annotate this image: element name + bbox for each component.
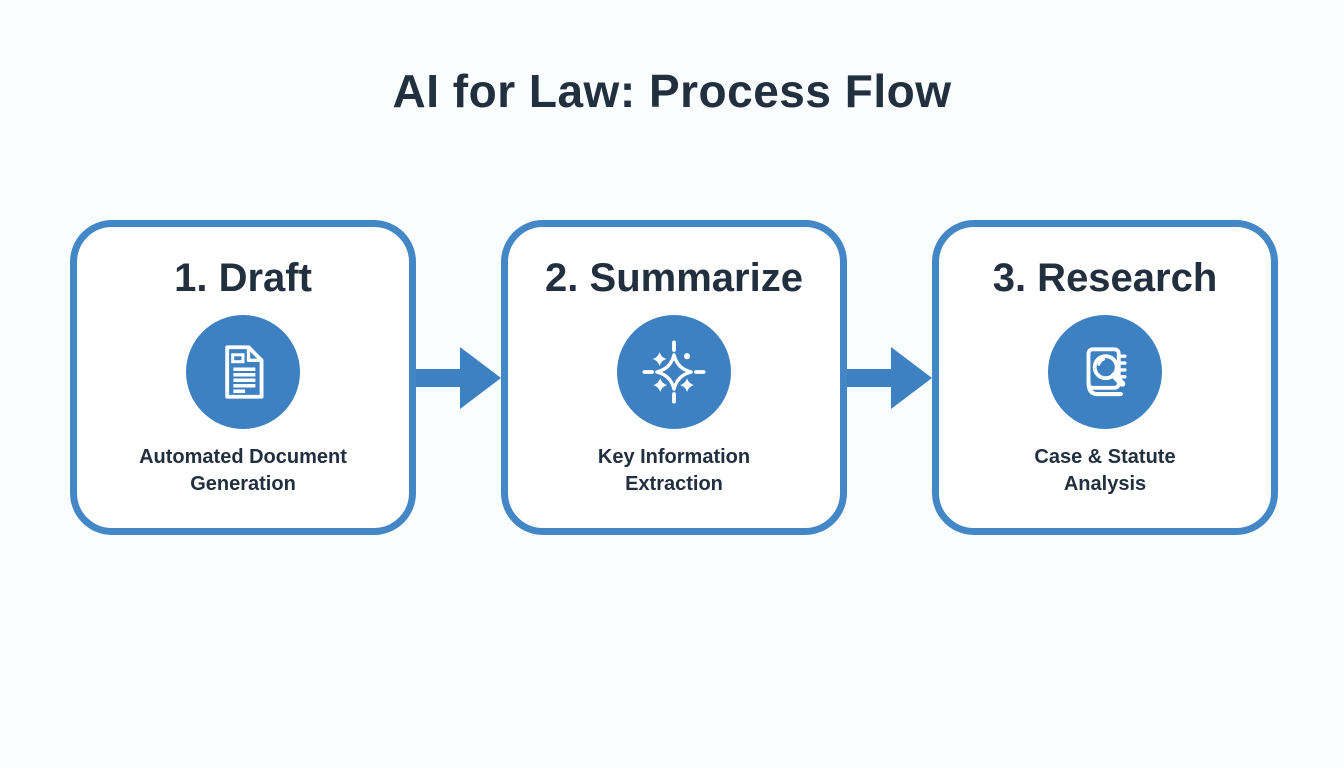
step-caption: Key Information Extraction <box>597 446 751 495</box>
step-card-draft: 1. Draft Automated Document Generation <box>70 220 416 535</box>
step-caption: Automated Document Generation <box>139 446 347 495</box>
step-card-research: 3. Research Case & Statute Analysis <box>932 220 1278 535</box>
flow-row: 1. Draft Automated Document Generation <box>70 220 1278 535</box>
book-search-icon <box>1048 315 1162 429</box>
document-icon <box>186 315 300 429</box>
step-title: 2. Summarize <box>545 256 803 300</box>
step-caption: Case & Statute Analysis <box>1034 446 1176 495</box>
step-title: 3. Research <box>992 256 1218 300</box>
step-title: 1. Draft <box>174 256 312 300</box>
arrow-right-icon <box>847 347 932 409</box>
arrow-right-icon <box>416 347 501 409</box>
page-title: AI for Law: Process Flow <box>392 65 952 117</box>
sparkles-icon <box>617 315 731 429</box>
step-card-summarize: 2. Summarize Key Information Extraction <box>501 220 847 535</box>
